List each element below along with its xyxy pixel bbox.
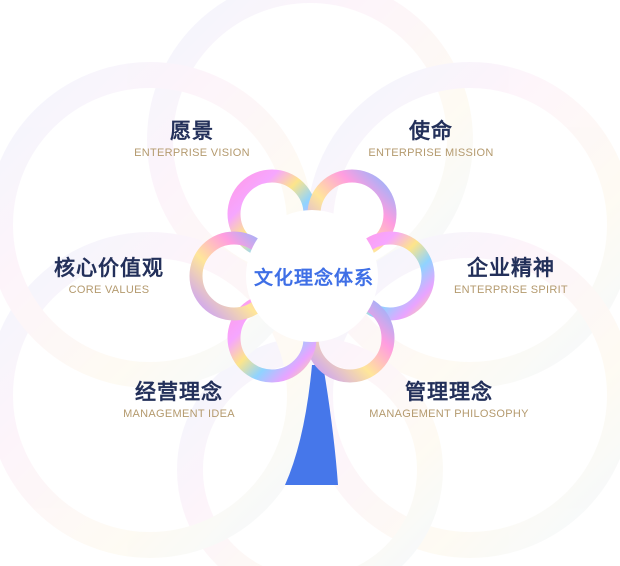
core-values-title: 核心价值观: [54, 256, 164, 280]
vision-title: 愿景: [170, 119, 214, 143]
management-idea-title: 经营理念: [135, 380, 223, 404]
mission-subtitle: ENTERPRISE MISSION: [368, 147, 494, 159]
label-spirit: 企业精神 ENTERPRISE SPIRIT: [411, 255, 611, 296]
center-title: 文化理念体系: [253, 267, 374, 289]
label-mission: 使命 ENTERPRISE MISSION: [331, 118, 531, 159]
label-management-philosophy: 管理理念 MANAGEMENT PHILOSOPHY: [349, 379, 549, 420]
spirit-title: 企业精神: [467, 256, 555, 280]
management-philosophy-subtitle: MANAGEMENT PHILOSOPHY: [369, 408, 529, 420]
stem: [285, 365, 338, 485]
vision-subtitle: ENTERPRISE VISION: [134, 147, 250, 159]
mission-title: 使命: [409, 119, 453, 143]
label-vision: 愿景 ENTERPRISE VISION: [92, 118, 292, 159]
spirit-subtitle: ENTERPRISE SPIRIT: [454, 284, 568, 296]
flower-center: [246, 210, 378, 342]
label-management-idea: 经营理念 MANAGEMENT IDEA: [79, 379, 279, 420]
label-core-values: 核心价值观 CORE VALUES: [9, 255, 209, 296]
core-values-subtitle: CORE VALUES: [68, 284, 150, 296]
management-philosophy-title: 管理理念: [405, 380, 493, 404]
management-idea-subtitle: MANAGEMENT IDEA: [123, 408, 235, 420]
